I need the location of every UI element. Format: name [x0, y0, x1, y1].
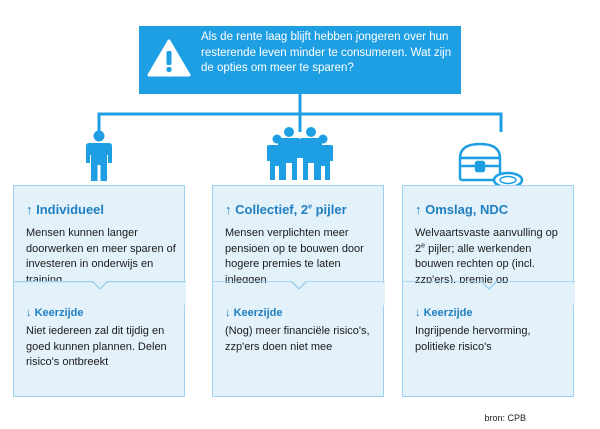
down-arrow: ↓	[225, 307, 231, 319]
panel-title-text: Individueel	[36, 202, 105, 217]
down-arrow: ↓	[415, 307, 421, 319]
panel-con-text: (Nog) meer financiële risico's, zzp'ers …	[225, 325, 370, 353]
panel-con-label: ↓ Keerzijde	[225, 307, 283, 319]
treasure-chest-coins-icon	[458, 142, 524, 189]
question-text: Als de rente laag blijft hebben jongeren…	[201, 31, 452, 74]
question-box: Als de rente laag blijft hebben jongeren…	[139, 26, 461, 94]
panel-con-label: ↓ Keerzijde	[415, 307, 473, 319]
up-arrow: ↑	[26, 202, 33, 217]
divider	[213, 281, 385, 305]
panel-individueel: ↑ Individueel Mensen kunnen langer doorw…	[13, 185, 186, 397]
source-note: bron: CPB	[484, 413, 526, 423]
panel-collectief: ↑ Collectief, 2e pijler Mensen verplicht…	[212, 185, 385, 397]
panel-title: ↑ Collectief, 2e pijler	[225, 202, 347, 217]
panel-omslag: ↑ Omslag, NDC Welvaartsvaste aanvulling …	[402, 185, 575, 397]
panel-title: ↑ Omslag, NDC	[415, 202, 509, 217]
panel-body: Mensen kunnen langer doorwerken en meer …	[26, 227, 176, 286]
up-arrow: ↑	[415, 202, 422, 217]
person-icon	[86, 130, 112, 181]
divider	[14, 281, 186, 305]
panel-con-label: ↓ Keerzijde	[26, 307, 84, 319]
up-arrow: ↑	[225, 202, 232, 217]
panel-body: Welvaartsvaste aanvulling op 2e pijler; …	[415, 227, 558, 301]
divider	[403, 281, 575, 305]
panel-title: ↑ Individueel	[26, 202, 176, 217]
warning-icon	[147, 39, 191, 77]
group-icon	[267, 127, 333, 180]
panel-con-text: Niet iedereen zal dit tijdig en goed kun…	[26, 325, 167, 369]
down-arrow: ↓	[26, 307, 32, 319]
panel-body: Mensen verplichten meer pensioen op te b…	[225, 227, 364, 286]
panel-con-text: Ingrijpende hervorming, politieke risico…	[415, 325, 531, 353]
